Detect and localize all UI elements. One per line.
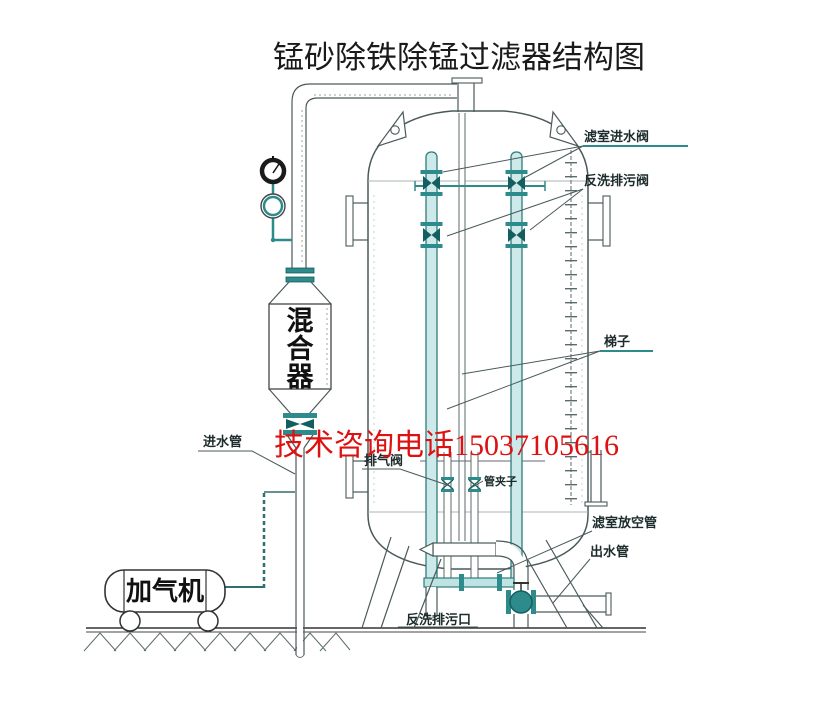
outlet-elbow: [495, 540, 529, 590]
mixer-bottom-valve: [283, 413, 317, 435]
mixer-label-char1: 混: [287, 306, 314, 336]
vent-pipe-inner-left: [443, 452, 452, 578]
manhole-nozzle-left-lower: [345, 454, 368, 499]
mixer-label-char2: 合: [287, 333, 314, 364]
manhole-nozzle-right-upper: [588, 195, 611, 247]
label-outlet-pipe: 出水管: [590, 544, 629, 559]
filter-vessel: [345, 77, 612, 629]
vent-pipe-inner-right: [470, 452, 479, 578]
page-title: 锰砂除铁除锰过滤器结构图: [273, 40, 645, 75]
leader-lines: [198, 145, 688, 628]
label-pipe-clamp: 管夹子: [484, 474, 517, 488]
top-nozzle: [451, 77, 483, 112]
label-backwash-drain-valve: 反洗排污阀: [584, 173, 649, 188]
hotline-text: 技术咨询电话15037105616: [274, 429, 619, 462]
support-legs: [361, 536, 604, 629]
riser-pipe-right: [510, 151, 523, 583]
center-pipe: [458, 113, 466, 541]
riser-pipe-left: [425, 151, 438, 583]
lifting-lug-left: [376, 110, 407, 148]
aerator-label: 加气机: [126, 576, 204, 606]
filter-inlet-valve-right: [505, 170, 528, 196]
pressure-gauge: [259, 157, 287, 185]
label-backwash-drain-outlet: 反洗排污口: [406, 612, 471, 627]
lifting-lug-right: [549, 110, 580, 148]
bottom-header-pipe: [418, 542, 497, 557]
label-ladder: 梯子: [604, 334, 630, 349]
outlet-valve: [506, 582, 536, 614]
backwash-drain-valve-left: [420, 222, 443, 248]
label-exhaust-valve: 排气阀: [364, 453, 403, 468]
wheel-left: [119, 610, 141, 632]
label-inlet-pipe: 进水管: [203, 434, 242, 449]
label-chamber-vent-pipe: 滤室放空管: [592, 515, 657, 530]
filter-inlet-valve-left: [420, 170, 443, 196]
manhole-nozzle-left-upper: [345, 195, 368, 247]
feed-piping: [291, 83, 457, 268]
backwash-drain-stub: [425, 587, 438, 619]
backwash-drain-valve-right: [505, 222, 528, 248]
vent-nozzle-right-lower: [584, 450, 608, 507]
ground-hatching: [83, 632, 351, 652]
ground: [83, 627, 646, 652]
exhaust-valve-left: [441, 477, 454, 492]
inlet-drop-pipe: [295, 448, 305, 658]
mixer-label-char3: 器: [286, 362, 315, 392]
mixer-vessel: 混 合 器: [268, 267, 332, 449]
label-filter-inlet-valve: 滤室进水阀: [584, 129, 649, 144]
pressure-gauge-assembly: [259, 156, 292, 243]
aerator-tank: 加气机: [104, 491, 295, 632]
wheel-right: [197, 610, 219, 632]
